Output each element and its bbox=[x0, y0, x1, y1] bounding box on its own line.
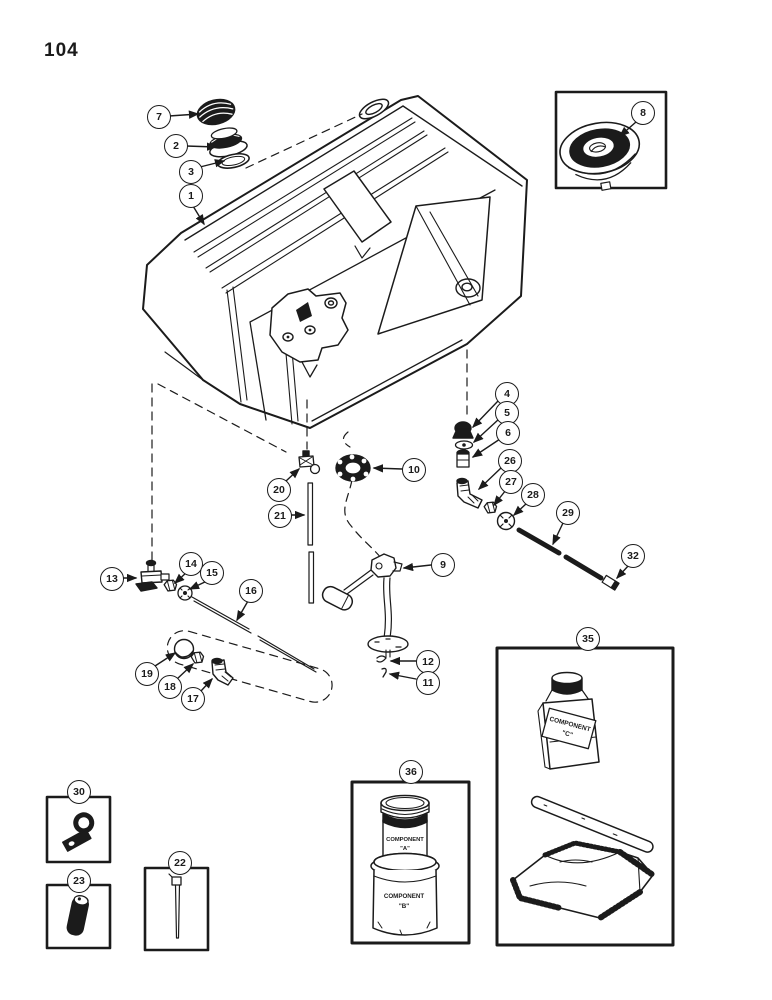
stir-stick bbox=[530, 795, 654, 853]
inset-box-22 bbox=[143, 866, 210, 952]
can-a-label-word: COMPONENT bbox=[386, 837, 424, 843]
callout-6: 6 bbox=[496, 421, 520, 445]
callout-22: 22 bbox=[168, 851, 192, 875]
callout-8: 8 bbox=[631, 101, 655, 125]
callout-14: 14 bbox=[179, 552, 203, 576]
filler-cap-parts-drawing bbox=[196, 98, 363, 169]
callout-27: 27 bbox=[499, 470, 523, 494]
callout-15: 15 bbox=[200, 561, 224, 585]
rod-drawing bbox=[168, 873, 182, 939]
callout-21: 21 bbox=[268, 504, 292, 528]
grommet-washer-fitting-drawing bbox=[452, 421, 474, 468]
inset-box-36: COMPONENT "A" COMPONENT "B" bbox=[350, 780, 471, 945]
can-b-label-letter: "B" bbox=[399, 903, 409, 910]
elbow-and-fuel-line-drawing bbox=[456, 477, 620, 591]
callout-19: 19 bbox=[135, 662, 159, 686]
callout-18: 18 bbox=[158, 675, 182, 699]
callout-29: 29 bbox=[556, 501, 580, 525]
inset-box-23 bbox=[45, 883, 112, 950]
callout-36: 36 bbox=[399, 760, 423, 784]
callout-16: 16 bbox=[239, 579, 263, 603]
callout-12: 12 bbox=[416, 650, 440, 674]
clamp-drawing bbox=[62, 812, 95, 852]
bottle-component-c: COMPONENT "C" bbox=[537, 671, 600, 770]
callout-35: 35 bbox=[576, 627, 600, 651]
cap-nut-elbow-drawing bbox=[173, 638, 234, 686]
callout-28: 28 bbox=[521, 483, 545, 507]
hidden-reference-lines bbox=[151, 349, 468, 703]
sealant-packet bbox=[510, 840, 656, 921]
callout-30: 30 bbox=[67, 780, 91, 804]
vent-fitting-tube-gasket-drawing bbox=[298, 450, 371, 604]
callout-17: 17 bbox=[181, 687, 205, 711]
inset-box-35: COMPONENT "C" bbox=[495, 646, 675, 947]
can-component-a: COMPONENT "A" bbox=[380, 794, 430, 859]
callout-32: 32 bbox=[621, 544, 645, 568]
bottle-c-label-letter: "C" bbox=[561, 729, 573, 739]
sleeve-drawing bbox=[66, 895, 89, 936]
callout-1: 1 bbox=[179, 184, 203, 208]
callout-3: 3 bbox=[179, 160, 203, 184]
callout-11: 11 bbox=[416, 671, 440, 695]
page-number: 104 bbox=[44, 40, 79, 61]
callout-23: 23 bbox=[67, 869, 91, 893]
callout-9: 9 bbox=[431, 553, 455, 577]
can-b-label-word: COMPONENT bbox=[384, 893, 424, 900]
callout-26: 26 bbox=[498, 449, 522, 473]
callout-10: 10 bbox=[402, 458, 426, 482]
callout-leader-lines bbox=[121, 110, 637, 692]
inset-box-30 bbox=[45, 795, 112, 864]
shutoff-valve-and-line-drawing bbox=[135, 559, 317, 673]
callout-2: 2 bbox=[164, 134, 188, 158]
fuel-gauge-sender-drawing bbox=[321, 553, 409, 678]
fuel-tank-drawing bbox=[142, 95, 528, 429]
can-a-label-letter: "A" bbox=[400, 846, 410, 852]
callout-13: 13 bbox=[100, 567, 124, 591]
can-component-b: COMPONENT "B" bbox=[370, 852, 440, 936]
callout-20: 20 bbox=[267, 478, 291, 502]
callout-7: 7 bbox=[147, 105, 171, 129]
